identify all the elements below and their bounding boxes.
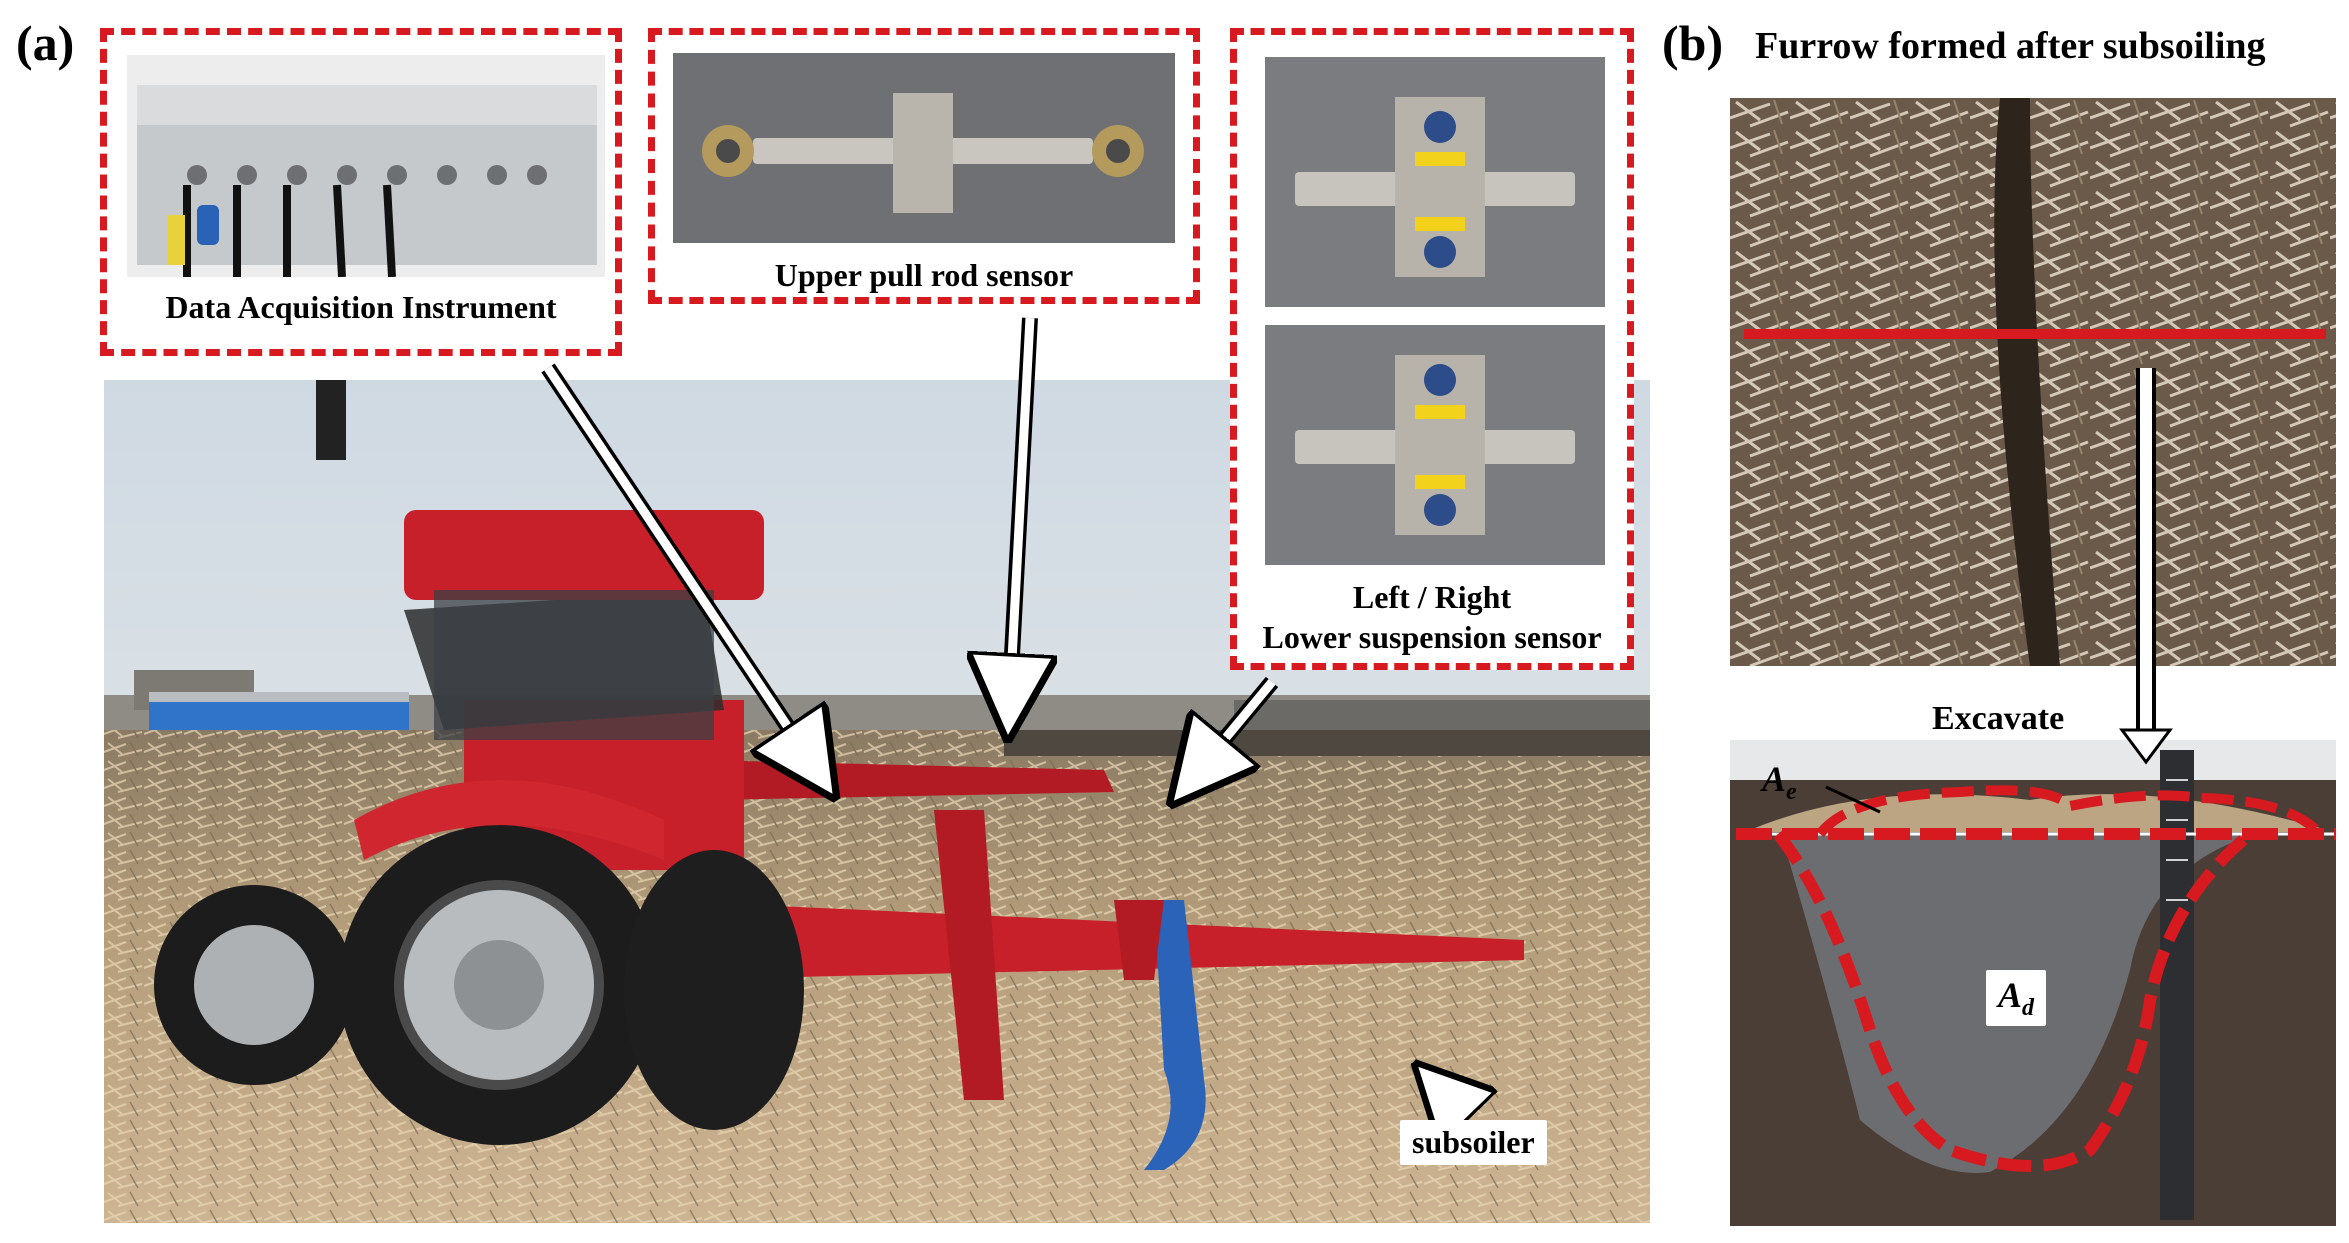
panel-b-title: Furrow formed after subsoiling [1755,25,2266,67]
area-e-base: A [1762,759,1787,799]
left-lower-sensor-photo [1265,57,1605,307]
upper-rod-callout-box: Upper pull rod sensor [648,28,1200,304]
panel-b-label: (b) [1662,15,1724,71]
area-e-label: Ae [1762,758,1797,806]
area-d-base: A [1998,975,2023,1015]
area-d-label: Ad [1986,970,2047,1027]
lower-suspension-caption-line2: Lower suspension sensor [1262,619,1602,655]
daq-caption: Data Acquisition Instrument [165,289,557,325]
lower-suspension-callout-box: Left / Right Lower suspension sensor [1230,28,1634,670]
upper-rod-photo [673,53,1175,243]
panel-a-label: (a) [16,15,75,71]
lower-suspension-caption-line1: Left / Right [1352,579,1512,615]
subsoiler-label: subsoiler [1400,1120,1547,1165]
upper-rod-caption: Upper pull rod sensor [774,257,1074,293]
daq-callout-box: Data Acquisition Instrument [100,28,622,356]
daq-photo [127,55,605,277]
right-lower-sensor-photo [1265,325,1605,565]
furrow-surface-photo [1730,98,2336,666]
area-d-sub: d [2022,995,2035,1022]
excavate-label: Excavate [1932,700,2065,737]
area-e-sub: e [1786,779,1797,806]
